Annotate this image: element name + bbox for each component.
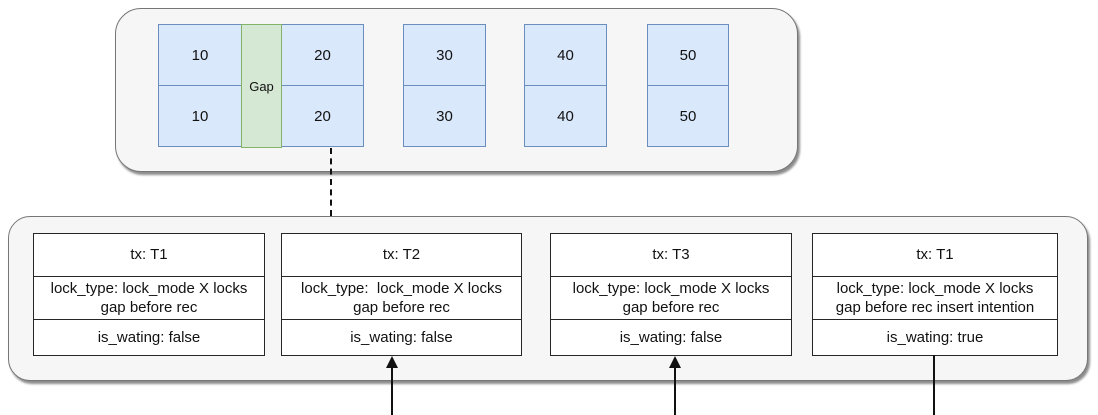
line-to-t1-insert-card [933,355,935,415]
lock-waiting-label: is_wating: false [350,328,453,346]
index-record-cell: 30 [403,24,486,86]
index-record-cell: 30 [403,85,486,147]
index-record-50: 50 50 [647,24,729,147]
lock-waiting-label: is_wating: true [886,328,984,346]
index-record-cell: 50 [647,85,729,147]
lock-type-label: lock_type: lock_mode X locks gap before … [282,276,521,320]
up-arrow-to-t2-card [384,356,400,415]
lock-type-label: lock_type: lock_mode X locks gap before … [551,276,791,320]
arrow-head-up-icon [386,356,398,368]
gap-box: Gap [241,24,282,148]
index-record-cell: 10 [158,24,242,86]
index-record-cell: 20 [281,24,364,86]
lock-waiting-label: is_wating: false [97,328,201,346]
lock-tx-label: tx: T1 [916,246,954,264]
index-record-cell: 40 [524,85,607,147]
lock-waiting-label: is_wating: false [619,328,723,346]
lock-tx-label: tx: T3 [652,246,690,264]
arrow-head-up-icon [669,356,681,368]
index-record-cell: 50 [647,24,729,86]
gap-to-locks-dashed-connector [330,148,332,216]
index-record-cell: 40 [524,24,607,86]
lock-tx-label: tx: T2 [382,246,421,264]
index-record-30: 30 30 [403,24,486,147]
index-record-40: 40 40 [524,24,607,147]
lock-card-t2-gap: tx: T2 lock_type: lock_mode X locks gap … [281,233,522,356]
lock-card-t1-insert-intention: tx: T1 lock_type: lock_mode X locks gap … [812,233,1058,356]
up-arrow-to-t3-card [667,356,683,415]
lock-type-label: lock_type: lock_mode X locks gap before … [813,276,1057,320]
arrow-shaft [391,360,393,415]
index-records-panel: 10 10 Gap 20 20 30 30 40 40 50 50 [115,8,798,172]
lock-tx-label: tx: T1 [130,246,168,264]
lock-card-t1-gap: tx: T1 lock_type: lock_mode X locks gap … [33,233,265,356]
index-record-cell: 20 [281,85,364,147]
lock-card-t3-gap: tx: T3 lock_type: lock_mode X locks gap … [550,233,792,356]
index-record-20: 20 20 [281,24,364,147]
index-record-10: 10 10 [158,24,242,147]
lock-structs-panel: tx: T1 lock_type: lock_mode X locks gap … [8,216,1088,381]
index-record-cell: 10 [158,85,242,147]
arrow-shaft [674,360,676,415]
lock-type-label: lock_type: lock_mode X locks gap before … [34,276,264,320]
